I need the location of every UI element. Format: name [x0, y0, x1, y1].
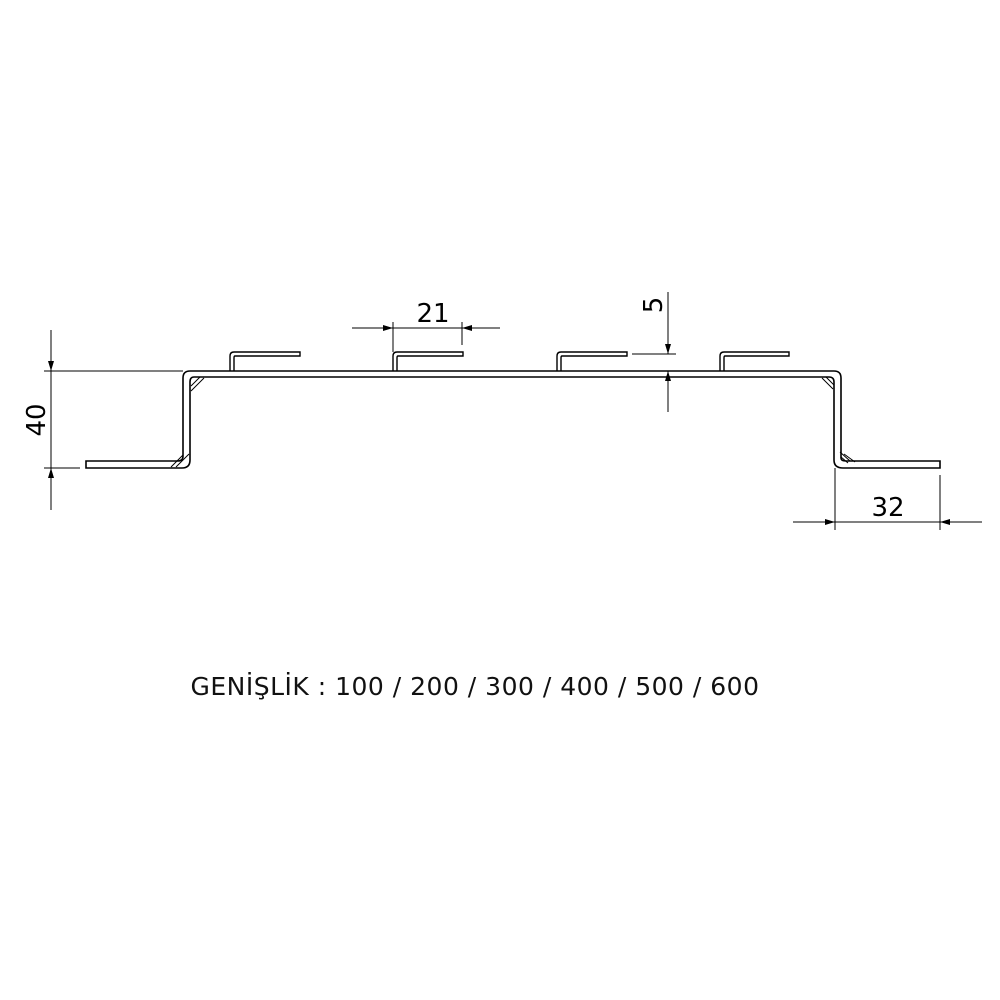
dimension-clip-width-label: 21	[416, 299, 449, 329]
width-options-caption: GENİŞLİK : 100 / 200 / 300 / 400 / 500 /…	[190, 672, 760, 701]
dimension-flange-width-label: 32	[871, 493, 904, 523]
clips	[229, 351, 790, 371]
clip-2	[392, 351, 464, 371]
clip-4	[719, 351, 790, 371]
clip-3	[556, 351, 628, 371]
dimension-clip-height-label: 5	[639, 297, 669, 314]
dimension-lines	[44, 292, 982, 530]
profile-outline	[85, 370, 941, 469]
clip-1	[229, 351, 301, 371]
dimension-height-label: 40	[22, 403, 52, 436]
